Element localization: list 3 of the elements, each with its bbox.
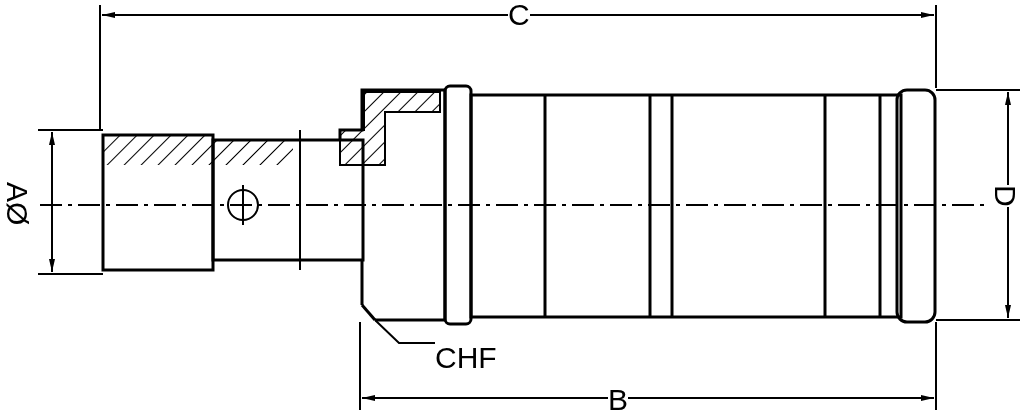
callout-label: CHF [435,343,497,373]
chamfer-edge [360,304,377,321]
leader-line [374,319,436,344]
